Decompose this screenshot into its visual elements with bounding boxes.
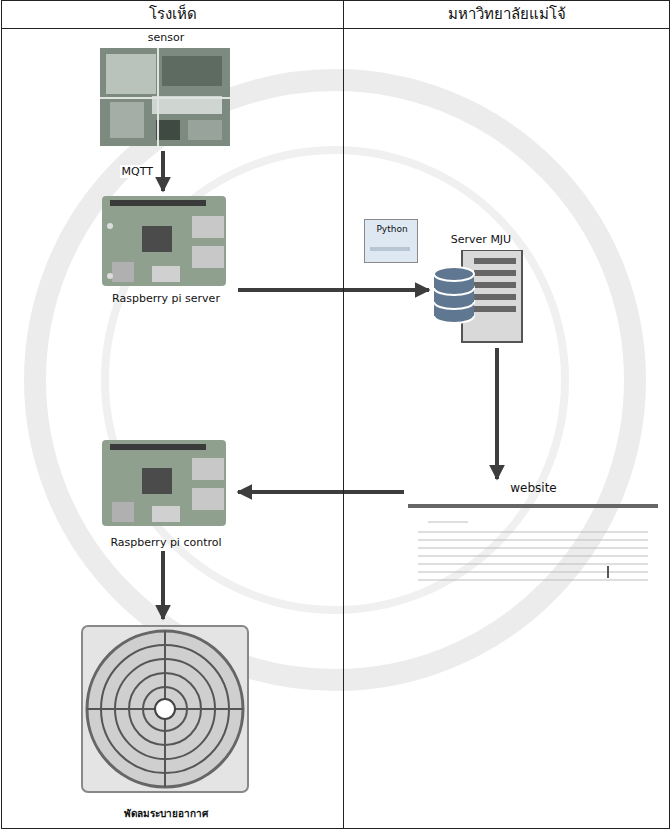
flow-arrow — [238, 288, 429, 292]
node-label: Raspberry pi control — [110, 536, 221, 549]
column-band: โรงเห็ด sensorRaspberry pi serverRaspberr… — [1, 0, 344, 829]
fan-node: พัดลมระบายอากาศ — [71, 621, 261, 821]
column-band: มหาวิทยาลัยแม่โจ้ PythonServer MJU website — [343, 0, 670, 829]
device-node: Raspberry pi server — [96, 193, 236, 305]
flow-arrow — [161, 151, 165, 191]
website-screenshot — [408, 500, 658, 595]
node-label: Server MJU — [451, 233, 511, 246]
sensor-node: sensor — [96, 31, 236, 149]
fan-image — [80, 624, 250, 794]
flow-arrow — [238, 490, 404, 494]
raspberry-pi-image — [102, 196, 226, 286]
column-heading: โรงเห็ด — [2, 1, 343, 29]
node-label: website — [510, 481, 557, 495]
raspberry-pi-image — [102, 440, 226, 526]
column-heading: มหาวิทยาลัยแม่โจ้ — [344, 1, 669, 29]
edge-label: MQTT — [120, 165, 155, 178]
node-label: sensor — [148, 31, 184, 44]
node-label: Python — [376, 224, 407, 234]
python-box: Python — [365, 220, 419, 264]
node-label: Raspberry pi server — [112, 292, 220, 305]
server-image — [432, 250, 528, 344]
sensor-board-image — [100, 48, 230, 146]
website-node: website — [406, 481, 661, 597]
flow-arrow — [161, 551, 165, 619]
node-label: พัดลมระบายอากาศ — [124, 806, 208, 821]
flow-arrow — [495, 348, 499, 479]
server-node: Server MJU — [431, 233, 531, 346]
device-node: Raspberry pi control — [96, 437, 236, 549]
